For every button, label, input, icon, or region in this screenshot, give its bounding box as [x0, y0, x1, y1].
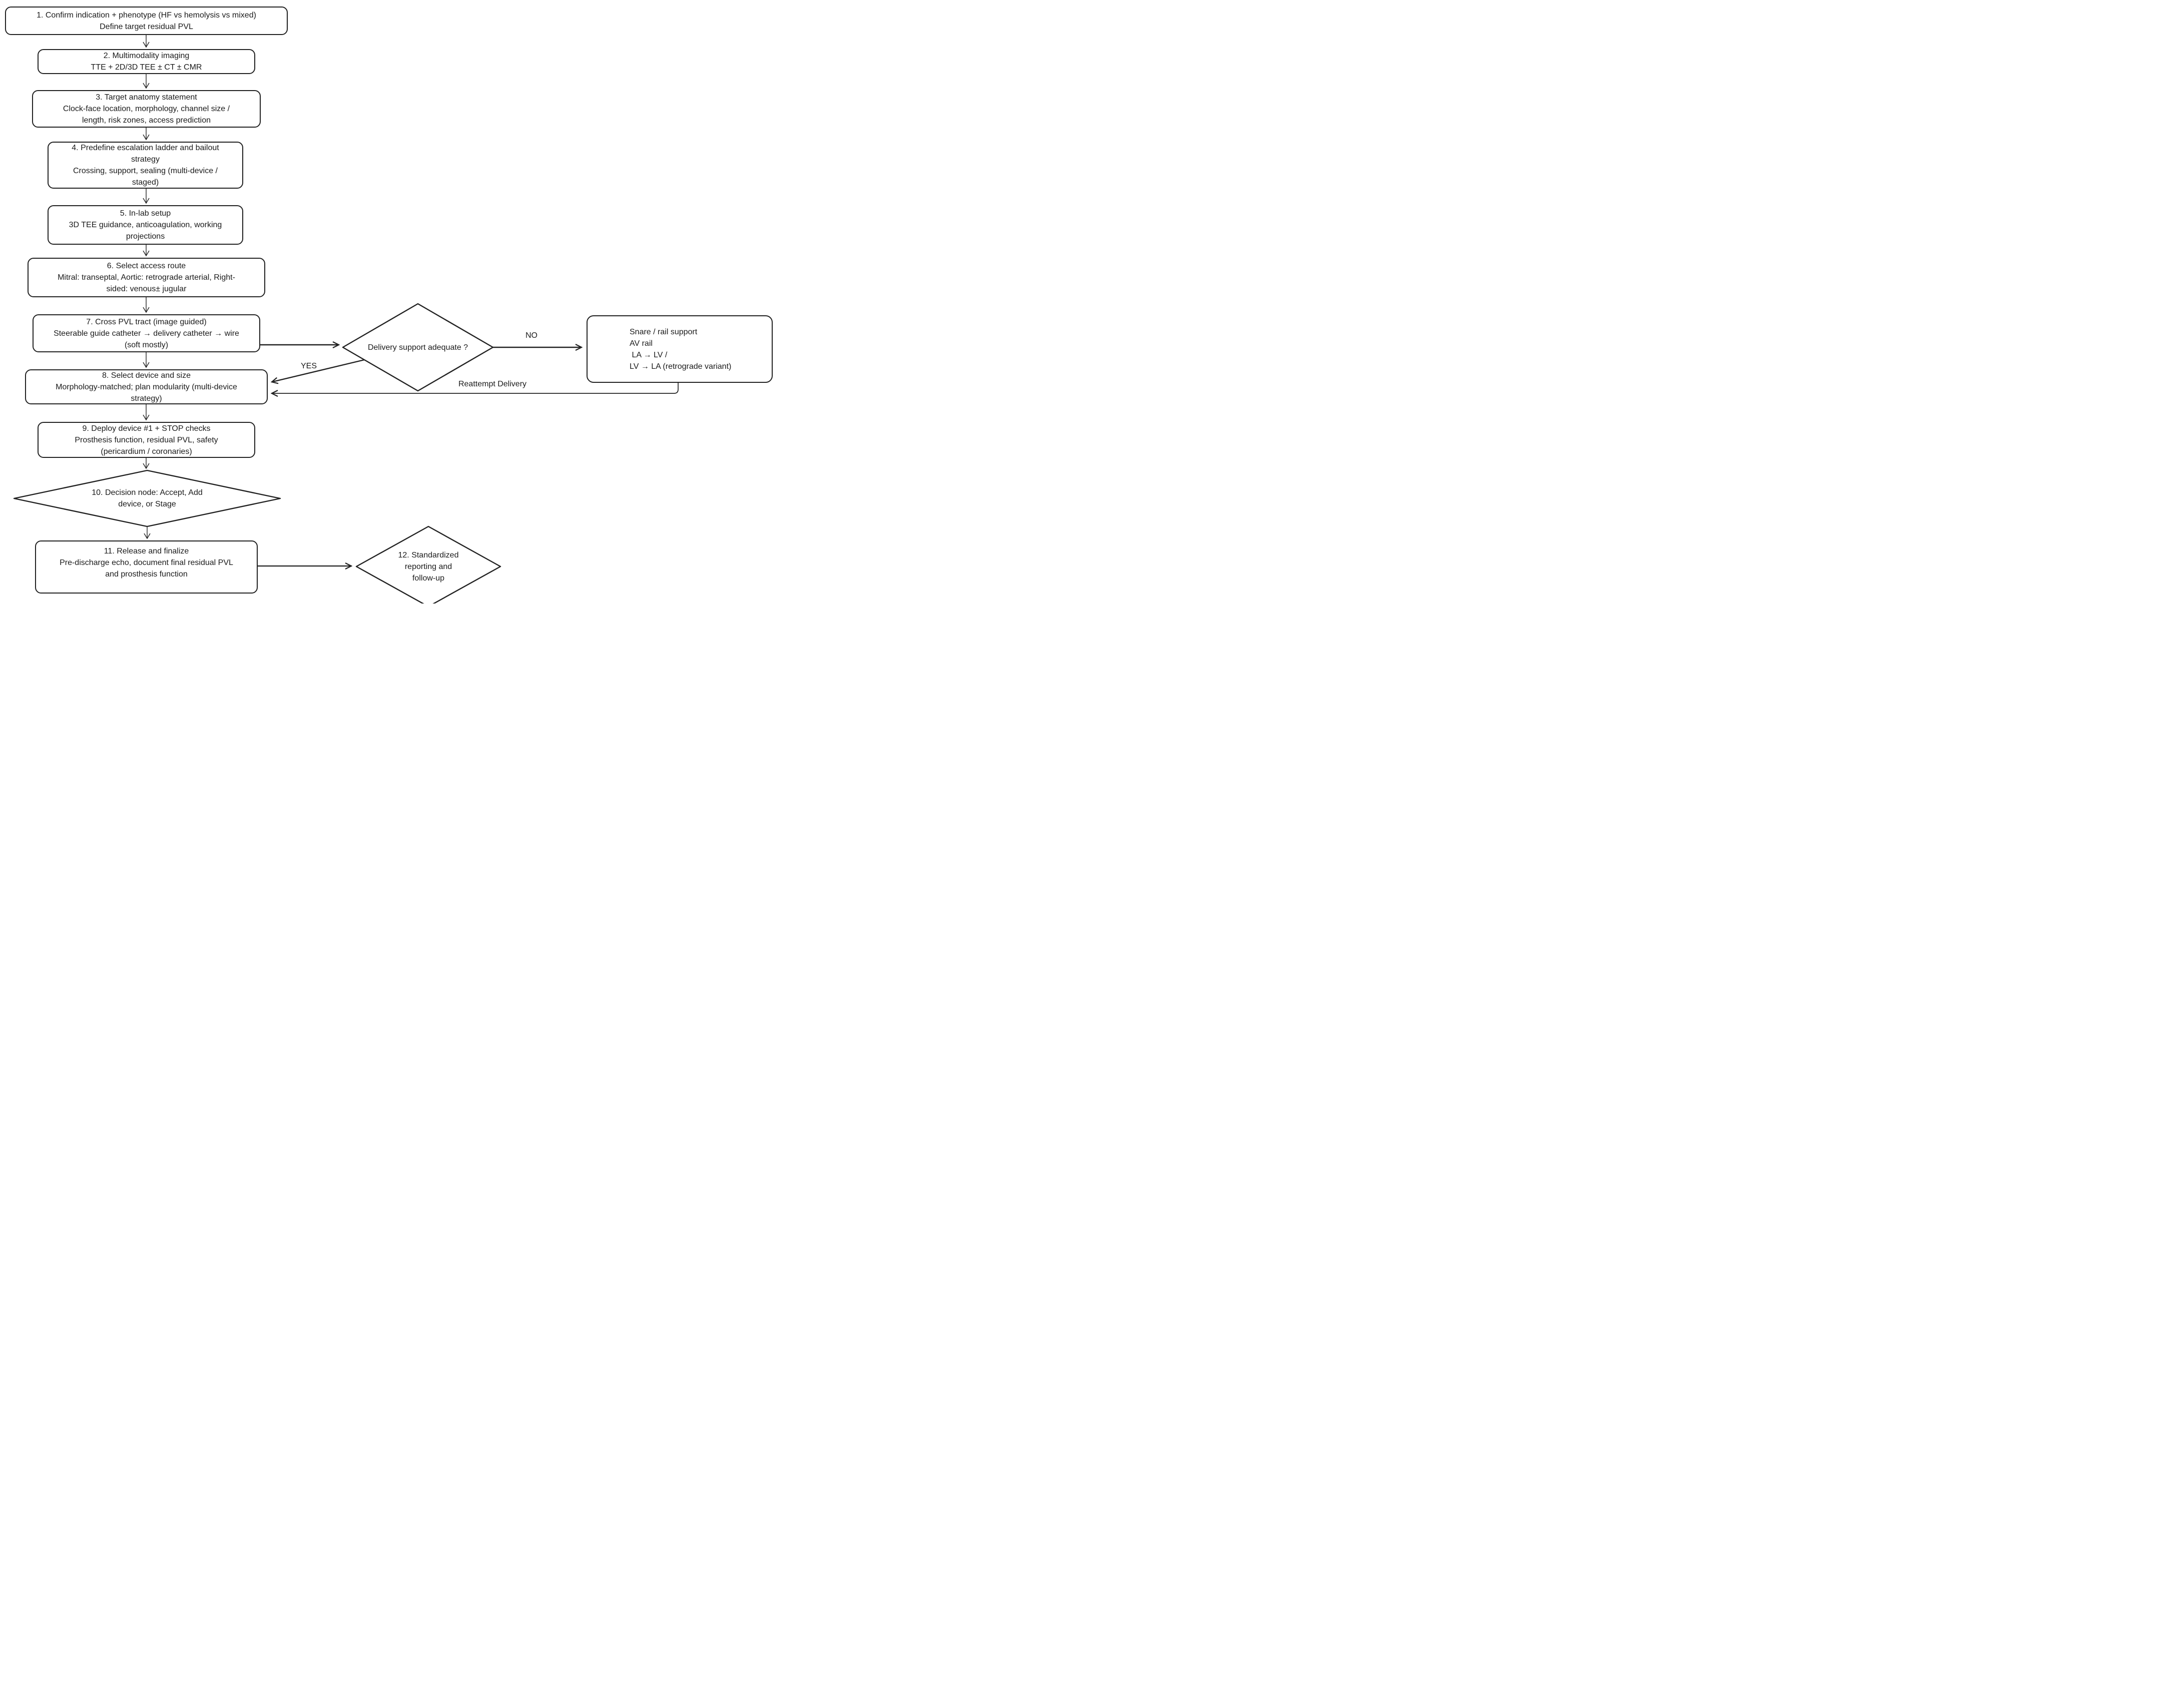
node-decision-accept-add-stage-text: 10. Decision node: Accept, Add device, o… [92, 488, 203, 508]
node-step1-text: 1. Confirm indication + phenotype (HF vs… [37, 11, 256, 31]
node-step5-text: 5. In-lab setup 3D TEE guidance, anticoa… [69, 209, 222, 241]
step12-shape [355, 525, 501, 604]
node-step7: 7. Cross PVL tract (image guided) Steera… [33, 314, 260, 352]
edge-label-yes: YES [300, 362, 317, 370]
node-step3: 3. Target anatomy statement Clock-face l… [32, 90, 261, 128]
node-step9-text: 9. Deploy device #1 + STOP checks Prosth… [75, 424, 218, 456]
node-decision-delivery-support-text: Delivery support adequate ? [367, 343, 468, 352]
node-step7-text: 7. Cross PVL tract (image guided) Steera… [54, 317, 239, 349]
node-step3-text: 3. Target anatomy statement Clock-face l… [63, 93, 230, 125]
node-step11: 11. Release and finalize Pre-discharge e… [35, 540, 258, 594]
node-step4-text: 4. Predefine escalation ladder and bailo… [72, 144, 219, 187]
edge-layer [13, 35, 679, 604]
flowchart-canvas: 1. Confirm indication + phenotype (HF vs… [0, 0, 774, 604]
node-step2: 2. Multimodality imaging TTE + 2D/3D TEE… [38, 49, 255, 74]
edge-reattempt-step8 [272, 383, 679, 393]
node-snare-rail-support: Snare / rail support AV rail LA → LV / L… [587, 315, 773, 383]
node-step12-text: 12. Standardized reporting and follow-up [398, 551, 459, 583]
node-step1: 1. Confirm indication + phenotype (HF vs… [5, 7, 288, 35]
node-step4: 4. Predefine escalation ladder and bailo… [48, 142, 243, 189]
node-step6: 6. Select access route Mitral: transepta… [28, 258, 265, 297]
edge-label-no: NO [525, 331, 537, 340]
node-step9: 9. Deploy device #1 + STOP checks Prosth… [38, 422, 255, 458]
node-step5: 5. In-lab setup 3D TEE guidance, anticoa… [48, 205, 243, 245]
node-step11-text: 11. Release and finalize Pre-discharge e… [60, 547, 233, 579]
edge-label-reattempt: Reattempt Delivery [458, 380, 527, 388]
node-snare-rail-support-text: Snare / rail support AV rail LA → LV / L… [630, 327, 732, 371]
node-step6-text: 6. Select access route Mitral: transepta… [58, 262, 235, 293]
node-step8-text: 8. Select device and size Morphology-mat… [56, 371, 237, 403]
node-step8: 8. Select device and size Morphology-mat… [25, 369, 268, 404]
decision-accept-add-stage-shape [13, 469, 281, 527]
edge-yes-step8 [272, 359, 365, 382]
node-step2-text: 2. Multimodality imaging TTE + 2D/3D TEE… [91, 52, 202, 72]
